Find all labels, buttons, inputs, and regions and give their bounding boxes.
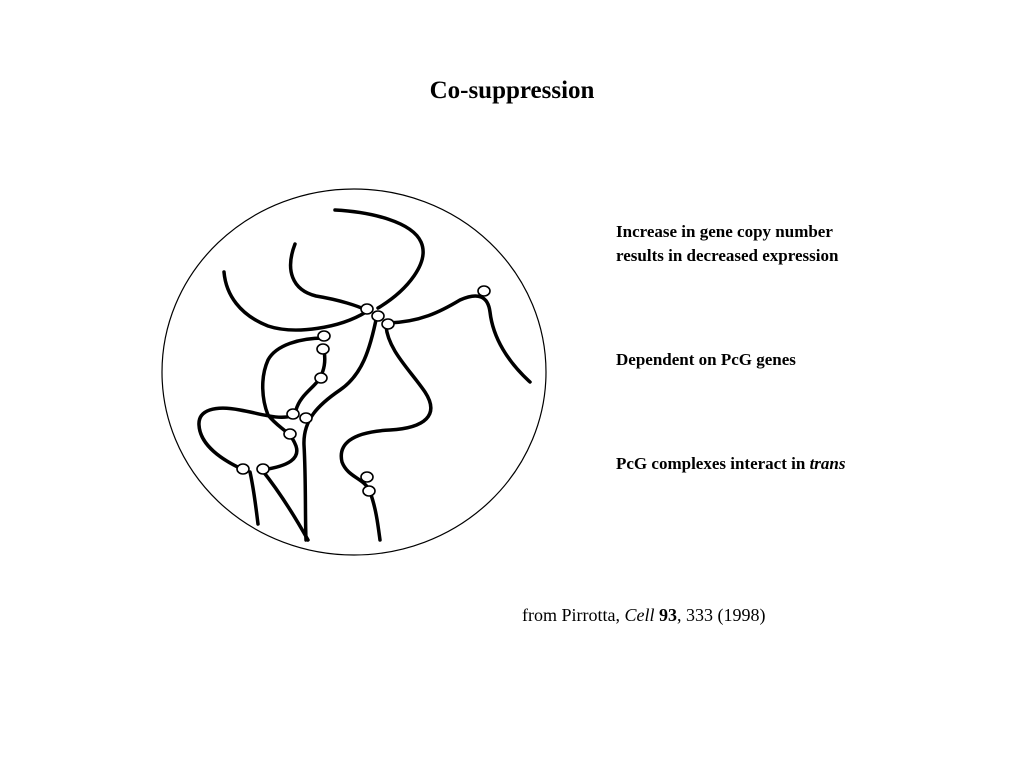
bullet-text: PcG complexes interact in — [616, 454, 810, 473]
chromatin-fiber — [260, 336, 326, 472]
pcg-contact-point — [299, 412, 313, 424]
pcg-contact-point — [360, 303, 374, 315]
citation: from Pirrotta, Cell 93, 333 (1998) — [522, 603, 765, 627]
pcg-contact-point — [283, 428, 297, 440]
bullet-trans-interaction: PcG complexes interact in trans — [616, 452, 845, 476]
citation-volume: 93 — [658, 605, 677, 625]
pcg-contact-point — [256, 463, 270, 475]
pcg-contact-point — [236, 463, 250, 475]
pcg-contact-point — [362, 485, 376, 497]
chromatin-fiber — [302, 313, 379, 542]
pcg-contact-point — [477, 285, 491, 297]
bullet-line: Dependent on PcG genes — [616, 350, 796, 369]
pcg-contact-point — [286, 408, 300, 420]
nucleus-outline — [161, 188, 547, 556]
bullet-pcg-dependence: Dependent on PcG genes — [616, 348, 796, 372]
pcg-contact-point — [360, 471, 374, 483]
pcg-contact-point — [314, 372, 328, 384]
citation-journal: Cell — [624, 605, 655, 625]
citation-prefix: from Pirrotta, — [522, 605, 625, 625]
pcg-contact-point — [381, 318, 395, 330]
bullet-copy-number: Increase in gene copy number results in … — [616, 220, 838, 268]
chromatin-fiber — [260, 468, 310, 542]
chromatin-fiber — [288, 242, 368, 312]
chromatin-fiber — [248, 470, 260, 526]
chromatin-fiber — [222, 270, 368, 332]
pcg-contact-point — [371, 310, 385, 322]
pcg-contact-point — [317, 330, 331, 342]
citation-pages: , 333 (1998) — [676, 605, 766, 625]
bullet-line: Increase in gene copy number — [616, 222, 833, 241]
chromatin-fiber — [386, 294, 532, 384]
bullet-line: results in decreased expression — [616, 246, 839, 265]
chromatin-fiber — [333, 208, 425, 310]
chromatin-fiber — [197, 406, 294, 472]
pcg-contact-point — [316, 343, 330, 355]
chromatin-fiber — [339, 324, 433, 542]
nucleus-diagram — [161, 188, 547, 556]
bullet-emphasis: trans — [809, 454, 846, 473]
slide-title: Co-suppression — [429, 77, 595, 104]
